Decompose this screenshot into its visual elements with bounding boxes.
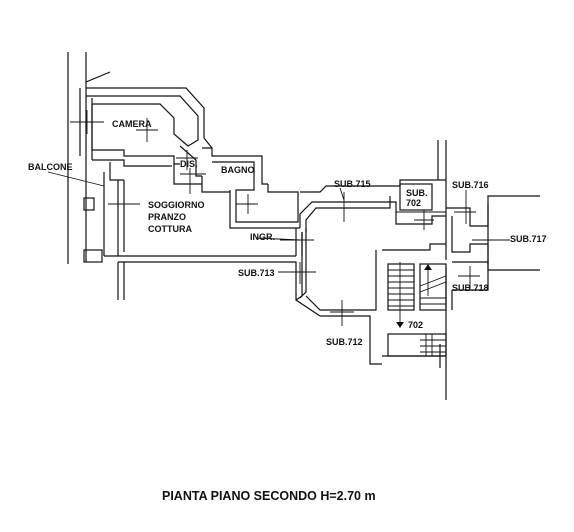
label-stair-702: 702 <box>408 320 423 330</box>
label-sub712: SUB.712 <box>326 337 363 347</box>
label-sub717: SUB.717 <box>510 234 547 244</box>
room-markers <box>47 110 510 326</box>
plan-title: PIANTA PIANO SECONDO H=2.70 m <box>162 489 376 503</box>
label-soggiorno: SOGGIORNO <box>148 200 205 210</box>
label-ingr: INGR. <box>250 232 275 242</box>
label-cottura: COTTURA <box>148 224 192 234</box>
label-bagno: BAGNO <box>221 165 255 175</box>
label-balcone: BALCONE <box>28 162 73 172</box>
apartment-walls <box>67 52 321 317</box>
label-dis: DIS. <box>180 159 198 169</box>
label-pranzo: PRANZO <box>148 212 186 222</box>
room-labels: CAMERA DIS. BAGNO BALCONE SOGGIORNO PRAN… <box>28 119 547 347</box>
label-sub718: SUB.718 <box>452 283 489 293</box>
label-sub716: SUB.716 <box>452 180 489 190</box>
label-sub715: SUB.715 <box>334 179 371 189</box>
corridor-walls <box>295 140 540 400</box>
label-camera: CAMERA <box>112 119 152 129</box>
label-sub713: SUB.713 <box>238 268 275 278</box>
label-sub702-top: SUB. <box>406 188 428 198</box>
label-sub702-bottom: 702 <box>406 198 421 208</box>
